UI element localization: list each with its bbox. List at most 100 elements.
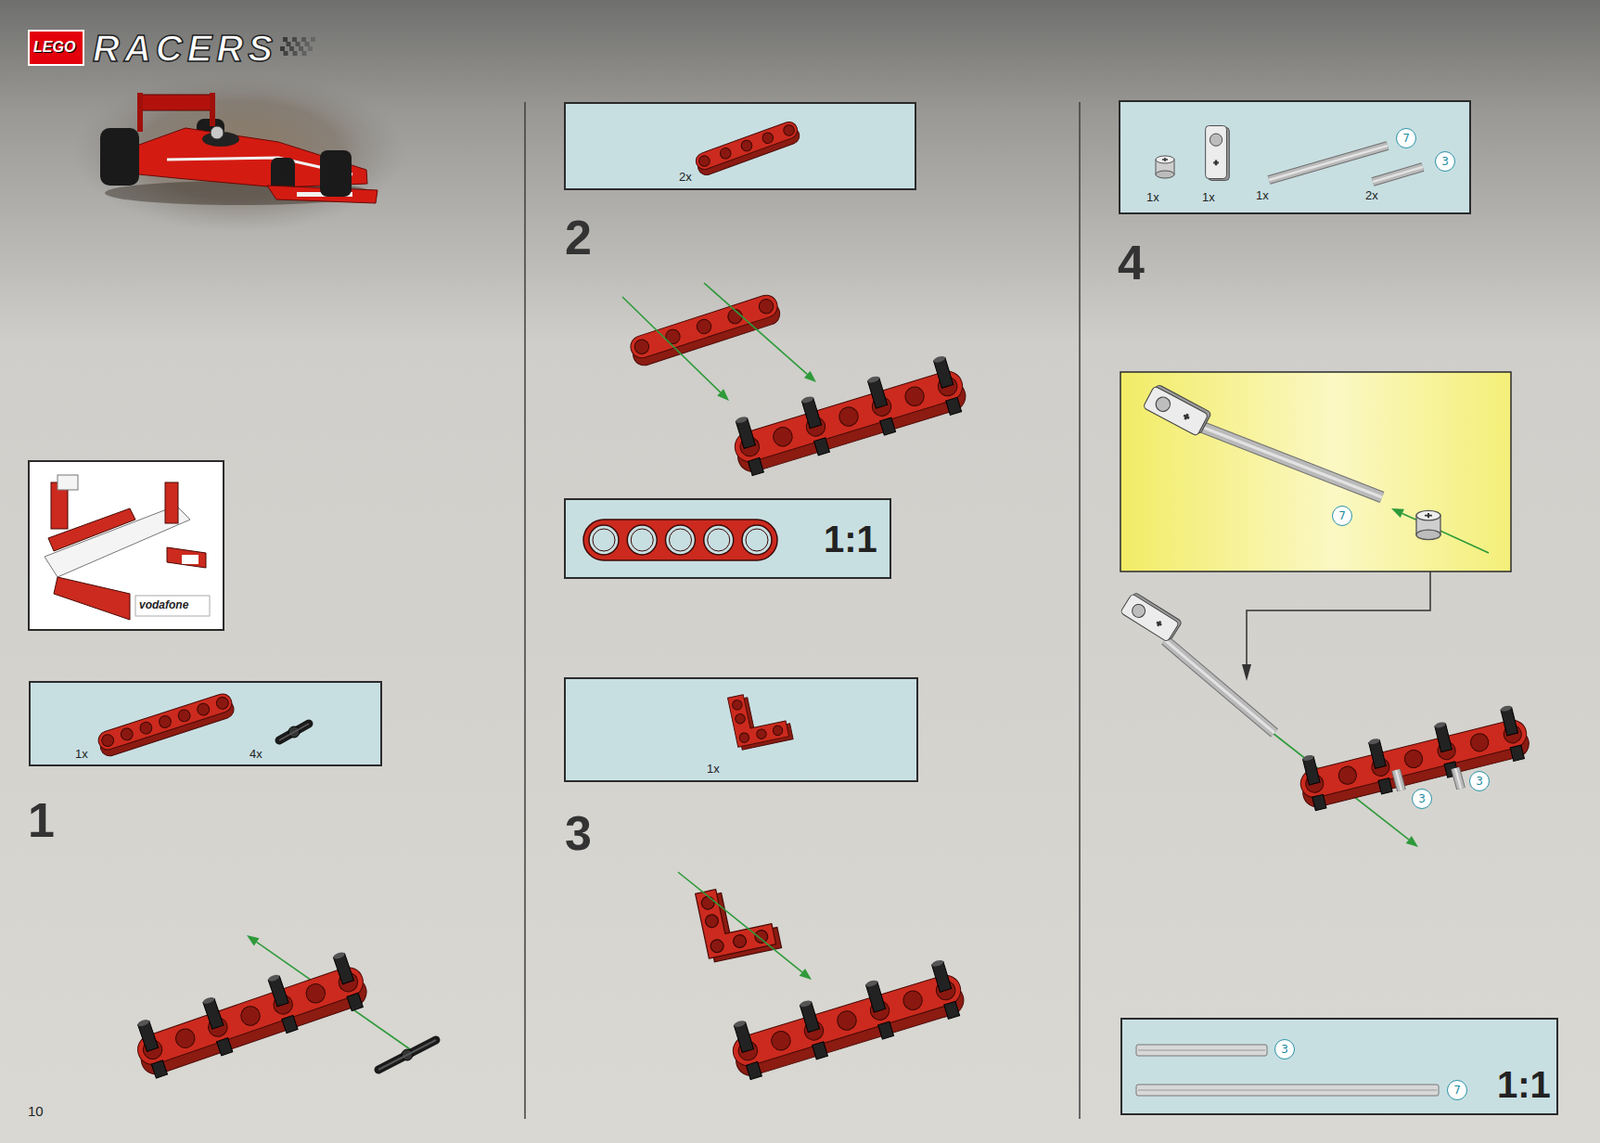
part-picture — [1122, 1019, 1561, 1117]
assembly-arrow — [704, 282, 807, 374]
technic-beam — [627, 292, 783, 369]
part-picture — [565, 678, 921, 784]
technic-beam — [1297, 716, 1530, 801]
bush — [1155, 170, 1175, 179]
step-3-figure — [678, 871, 969, 1082]
part-count: 1x — [706, 762, 720, 776]
axle-pin-connector — [1120, 593, 1180, 642]
checkered-flag — [310, 37, 316, 42]
beam-scale-drawing — [592, 528, 615, 551]
checkered-flag — [301, 37, 307, 42]
sponsor-decal: vodafone — [139, 599, 189, 612]
checkered-flag — [293, 51, 298, 56]
technic-beam — [878, 1021, 895, 1039]
checkered-flag — [283, 51, 289, 56]
axle — [1268, 145, 1388, 180]
technic-beam — [1369, 740, 1387, 769]
l-beam — [771, 724, 783, 736]
step-number: 3 — [564, 806, 592, 860]
bush — [1416, 510, 1441, 539]
technic-beam — [1312, 793, 1327, 810]
parts-list: 2x — [563, 102, 917, 191]
axle — [1395, 769, 1402, 791]
beam-scale-drawing — [665, 524, 696, 555]
parts-list: 1x4x — [28, 680, 383, 767]
technic-beam — [96, 691, 237, 758]
model-inset — [28, 460, 224, 630]
technic-beam — [119, 726, 135, 742]
axle — [1372, 166, 1423, 182]
beam-scale-drawing — [707, 528, 730, 551]
axle-scale-drawing — [1136, 1084, 1439, 1096]
checkered-flag — [286, 41, 292, 47]
technic-beam — [133, 962, 368, 1068]
technic-beam — [747, 457, 764, 475]
technic-beam — [733, 1019, 747, 1028]
l-beam — [731, 933, 747, 948]
step-2-figure — [622, 282, 971, 478]
technic-beam — [1336, 764, 1358, 786]
axle-pin-connector — [1205, 126, 1230, 181]
callout-number: 7 — [1331, 505, 1353, 526]
connector-pin — [378, 1039, 436, 1070]
axle — [1164, 640, 1275, 733]
part-picture — [1120, 102, 1473, 217]
assembly-arrow — [678, 871, 812, 980]
axle — [1395, 769, 1402, 791]
checkered-flag — [295, 41, 301, 47]
technic-beam — [96, 691, 235, 752]
scale-box: 371:1 — [1120, 1017, 1559, 1115]
callout-number: 3 — [1411, 788, 1433, 809]
axle — [1395, 769, 1402, 791]
bush — [1424, 512, 1433, 518]
technic-beam — [812, 1041, 829, 1060]
callout-number: 3 — [1469, 770, 1490, 792]
assembly-arrow — [678, 871, 803, 973]
technic-beam — [933, 355, 947, 364]
assembly-arrow — [716, 388, 730, 401]
technic-beam — [729, 971, 964, 1069]
callout-number: 3 — [1280, 1043, 1289, 1055]
checkered-flag — [280, 46, 285, 52]
technic-beam — [760, 130, 775, 145]
part-count: 1x — [1202, 191, 1216, 205]
checkered-flag — [302, 51, 308, 56]
step-4-figure — [1120, 590, 1534, 847]
technic-beam — [693, 119, 802, 178]
checkered-flag — [292, 37, 297, 42]
technic-beam — [880, 417, 896, 436]
axle — [1164, 640, 1275, 733]
technic-beam — [332, 950, 346, 960]
checkered-flag — [298, 46, 304, 52]
technic-beam — [1433, 720, 1447, 729]
technic-beam — [740, 139, 755, 154]
technic-beam — [745, 1061, 762, 1079]
technic-beam — [801, 395, 815, 404]
axle-scale-drawing — [1138, 1089, 1437, 1091]
subassembly-leader — [1241, 571, 1431, 681]
connector-pin — [378, 1039, 436, 1070]
model-inset — [135, 595, 210, 616]
technic-beam — [137, 1018, 151, 1028]
subassembly-leader — [1241, 664, 1252, 681]
axle-pin-connector — [1213, 160, 1219, 167]
technic-beam — [781, 123, 796, 138]
technic-beam — [694, 317, 713, 335]
beam-scale-drawing — [745, 528, 768, 551]
technic-beam — [100, 732, 116, 748]
axle-scale-drawing — [1136, 1044, 1439, 1096]
assembly-arrow — [1406, 835, 1419, 847]
callout-number: 3 — [1418, 793, 1426, 805]
l-beam — [734, 713, 746, 725]
technic-beam — [836, 404, 861, 429]
callout-number: 3 — [1274, 1038, 1295, 1060]
beam-scale-drawing — [627, 524, 657, 555]
axle — [1196, 424, 1383, 498]
parts-list: 731x1x1x2x — [1118, 100, 1472, 215]
callout-number: 7 — [1402, 132, 1410, 144]
model-inset — [57, 474, 78, 490]
axle-pin-connector — [1142, 385, 1209, 436]
technic-beam — [756, 297, 775, 316]
callout-number: 7 — [1446, 1079, 1468, 1101]
